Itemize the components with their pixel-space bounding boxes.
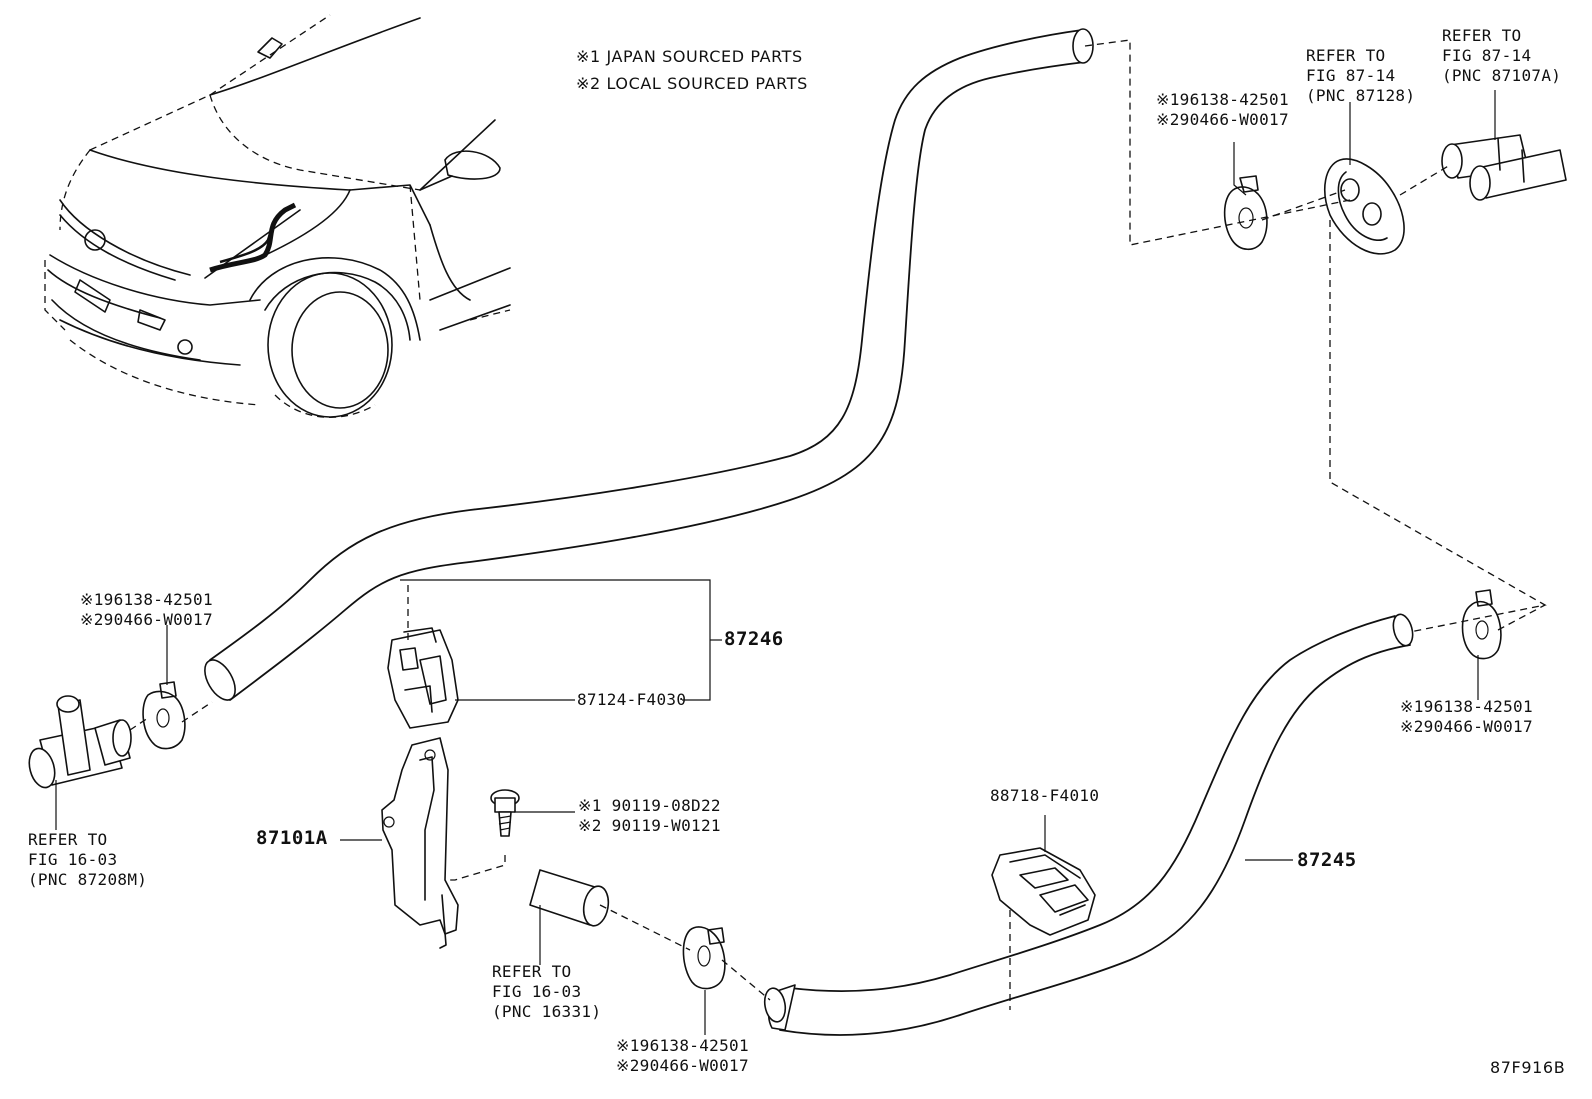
bolt-part-numbers: ※1 90119-08D22 ※2 90119-W0121 [578,796,721,836]
note-local-sourced: ※2 LOCAL SOURCED PARTS [576,74,808,93]
part-number-local: ※290466-W0017 [1400,717,1533,736]
refer-line-1: REFER TO [1442,26,1522,45]
hose-87246 [204,28,1094,701]
part-number-88718-f4010: 88718-F4010 [990,786,1100,805]
note-japan-sourced: ※1 JAPAN SOURCED PARTS [576,47,803,66]
refer-fig-16-03-pnc-16331: REFER TO FIG 16-03 (PNC 16331) [492,962,601,1022]
vehicle-overview [44,14,511,418]
refer-line-1: REFER TO [1306,46,1386,65]
part-number-87246: 87246 [724,628,784,650]
connector-bottom [529,869,610,927]
clamp-top [1223,175,1268,251]
refer-line-1: REFER TO [28,830,108,849]
part-number-japan: ※196138-42501 [80,590,213,609]
refer-line-1: REFER TO [492,962,572,981]
connector-left [28,695,132,789]
part-number-87124-f4030: 87124-F4030 [577,690,687,709]
refer-line-2: FIG 87-14 [1442,46,1532,65]
part-number-87245: 87245 [1297,849,1357,871]
grommet-assembly [1324,134,1567,255]
refer-fig-87-14-pnc-87107a: REFER TO FIG 87-14 (PNC 87107A) [1442,26,1561,86]
hose-87245 [763,613,1414,1036]
clip-88718 [991,847,1096,936]
part-number-local: ※2 90119-W0121 [578,816,721,835]
part-number-japan: ※196138-42501 [616,1036,749,1055]
refer-line-3: (PNC 87107A) [1442,66,1562,85]
part-number-japan: ※1 90119-08D22 [578,796,721,815]
refer-line-2: FIG 16-03 [492,982,582,1001]
refer-line-3: (PNC 87208M) [28,870,148,889]
clamp-left [142,681,186,750]
part-number-japan: ※196138-42501 [1156,90,1289,109]
part-number-local: ※290466-W0017 [80,610,213,629]
clamp-right-part-numbers: ※196138-42501 ※290466-W0017 [1400,697,1533,737]
refer-line-2: FIG 87-14 [1306,66,1396,85]
part-number-87101a: 87101A [256,827,328,849]
clamp-87124 [387,627,459,729]
refer-line-3: (PNC 87128) [1306,86,1416,105]
bracket-87101A [381,737,459,949]
bolt [490,789,520,837]
dashed-guides [129,39,1547,1010]
part-number-local: ※290466-W0017 [616,1056,749,1075]
clamp-left-part-numbers: ※196138-42501 ※290466-W0017 [80,590,213,630]
part-number-japan: ※196138-42501 [1400,697,1533,716]
figure-code: 87F916B [1490,1058,1566,1077]
refer-line-3: (PNC 16331) [492,1002,602,1021]
clamp-right [1461,589,1502,660]
refer-fig-87-14-pnc-87128: REFER TO FIG 87-14 (PNC 87128) [1306,46,1415,106]
clamp-bottom-part-numbers: ※196138-42501 ※290466-W0017 [616,1036,749,1076]
refer-fig-16-03-pnc-87208m: REFER TO FIG 16-03 (PNC 87208M) [28,830,147,890]
clamp-top-part-numbers: ※196138-42501 ※290466-W0017 [1156,90,1289,130]
clamp-bottom [682,926,726,990]
leader-lines [55,90,1496,1035]
part-number-local: ※290466-W0017 [1156,110,1289,129]
refer-line-2: FIG 16-03 [28,850,118,869]
